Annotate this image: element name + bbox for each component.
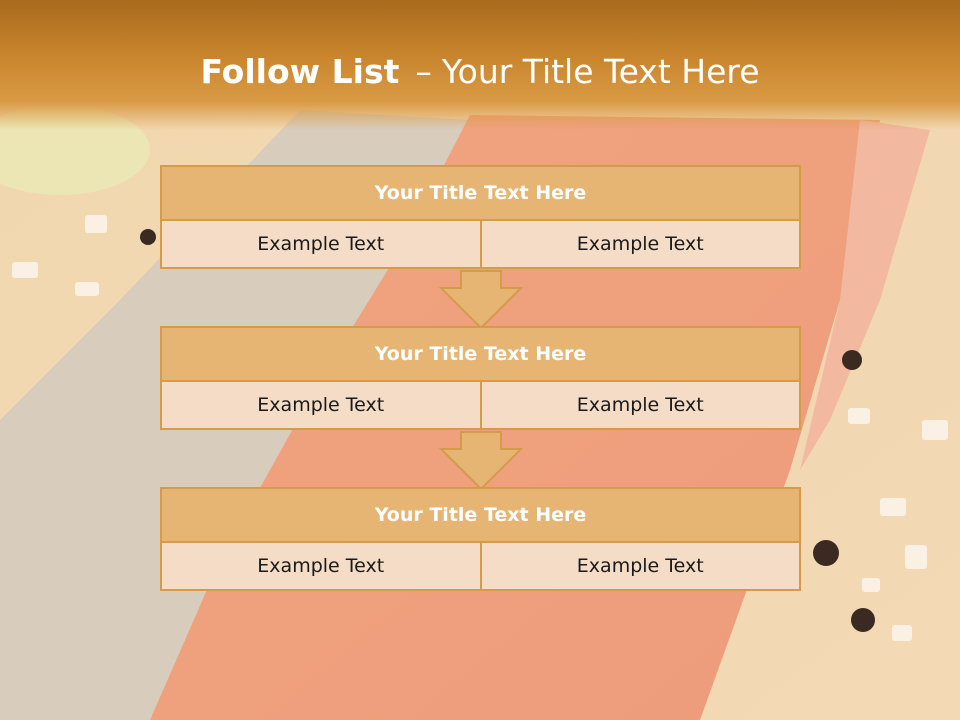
block-cell-right: Example Text	[481, 382, 801, 430]
title-banner	[0, 0, 960, 130]
title-separator: –	[415, 52, 432, 91]
block-title: Your Title Text Here	[160, 165, 801, 221]
block-title: Your Title Text Here	[160, 326, 801, 382]
block-row: Example Text Example Text	[160, 382, 801, 430]
block-cell-left: Example Text	[160, 382, 482, 430]
down-arrow-icon	[439, 431, 523, 491]
title-rest-part: Your Title Text Here	[441, 52, 760, 91]
down-arrow-icon	[439, 270, 523, 330]
list-block-1: Your Title Text Here Example Text Exampl…	[160, 165, 801, 269]
list-block-2: Your Title Text Here Example Text Exampl…	[160, 326, 801, 430]
block-cell-right: Example Text	[481, 543, 801, 591]
block-title: Your Title Text Here	[160, 487, 801, 543]
block-row: Example Text Example Text	[160, 221, 801, 269]
block-row: Example Text Example Text	[160, 543, 801, 591]
list-block-3: Your Title Text Here Example Text Exampl…	[160, 487, 801, 591]
block-cell-right: Example Text	[481, 221, 801, 269]
block-cell-left: Example Text	[160, 543, 482, 591]
slide-title: Follow List–Your Title Text Here	[0, 52, 960, 91]
block-cell-left: Example Text	[160, 221, 482, 269]
title-bold-part: Follow List	[200, 52, 400, 91]
